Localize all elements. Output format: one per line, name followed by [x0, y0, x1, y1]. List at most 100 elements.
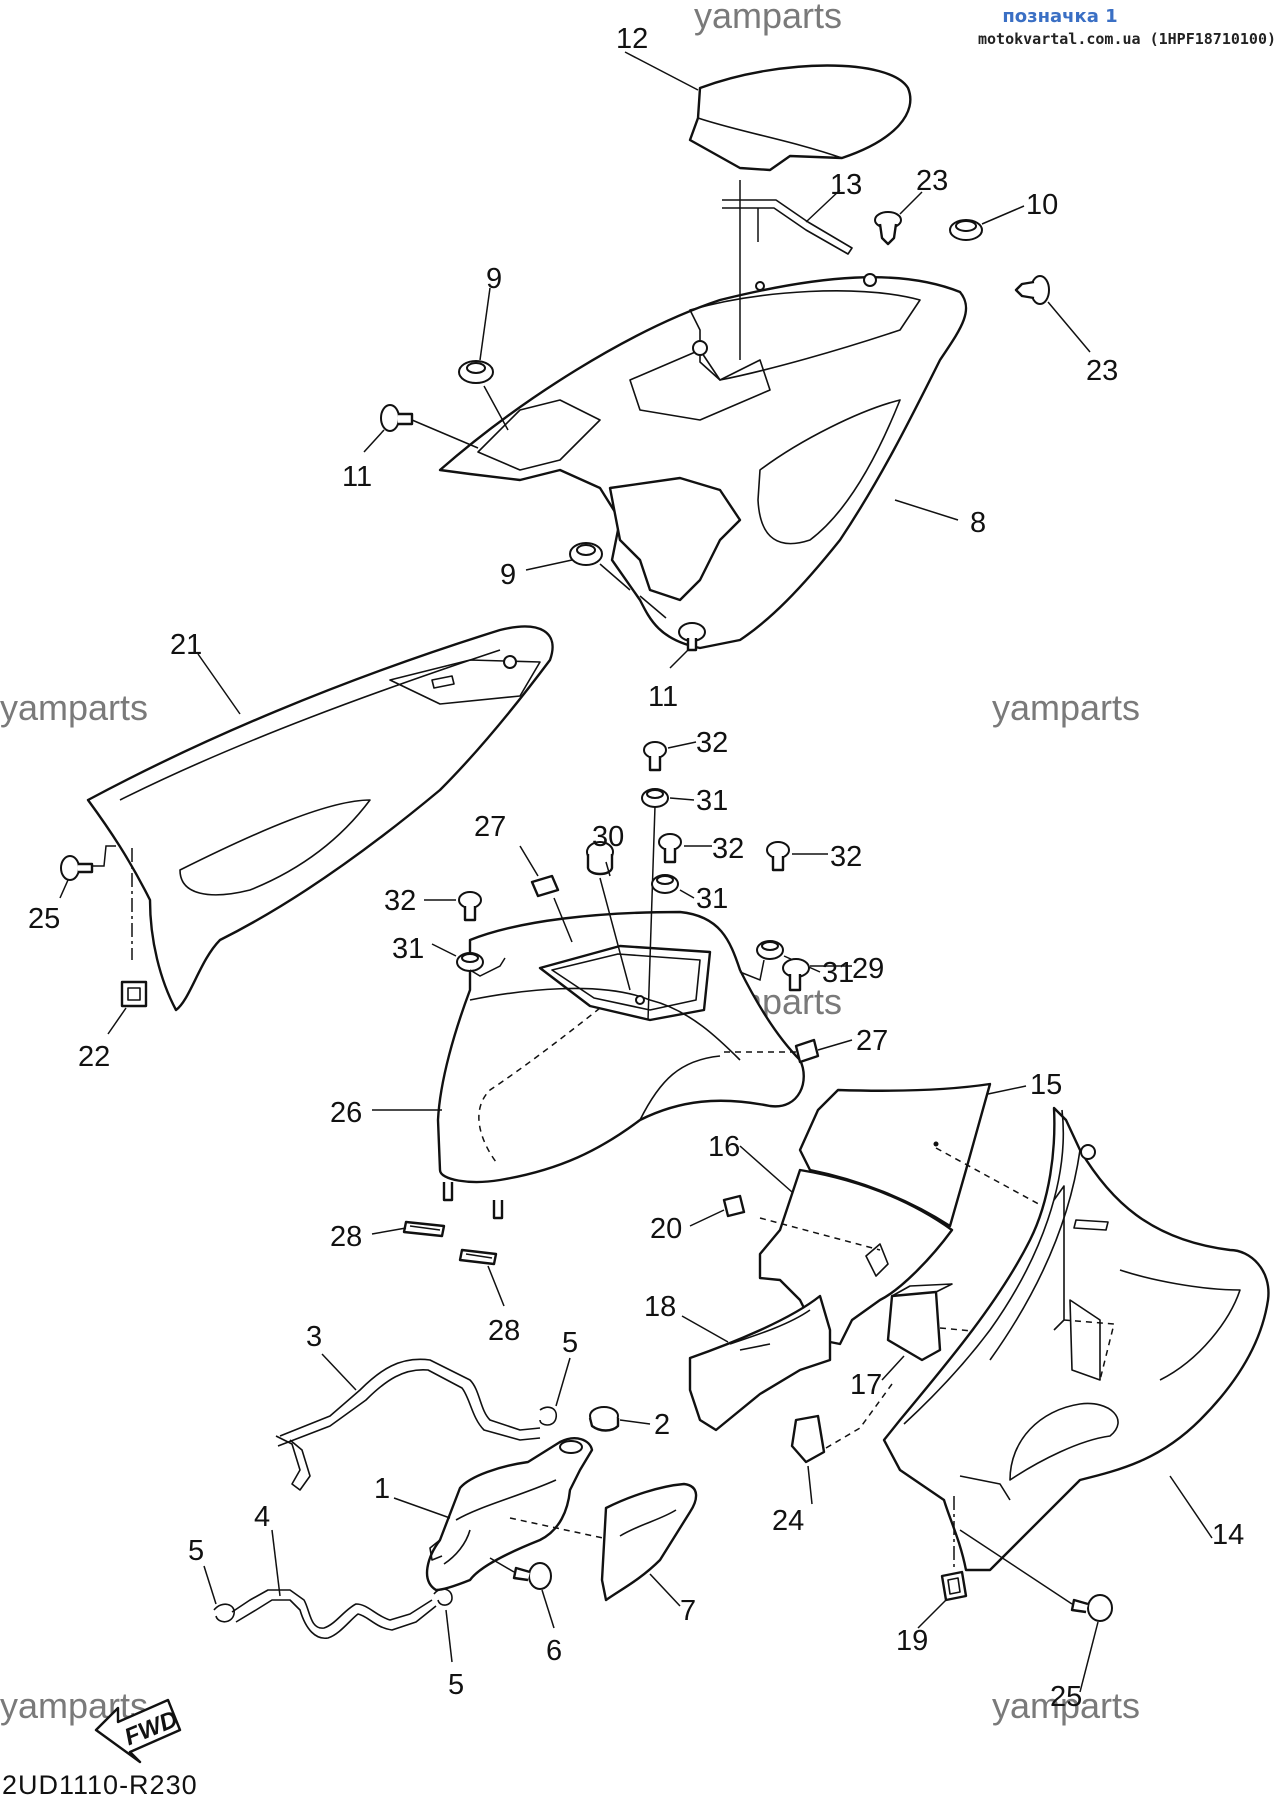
part-4-hose [231, 1589, 437, 1639]
part-32-bolt-right [766, 841, 790, 872]
callout-label: 11 [648, 681, 678, 713]
callout-label: 25 [28, 903, 60, 935]
callout-label: 25 [1050, 1681, 1082, 1713]
callout-labels: 12 13 23 10 23 9 11 8 9 11 21 25 22 32 3… [28, 23, 1244, 1713]
callout-label: 22 [78, 1041, 110, 1073]
part-8-rear-cowl [438, 273, 968, 650]
callout-label: 23 [916, 165, 948, 197]
part-2-cap [588, 1406, 620, 1432]
watermark: yamparts [0, 687, 148, 728]
part-30-fuel-cap [586, 841, 614, 876]
callout-label: 28 [330, 1221, 362, 1253]
callout-label: 8 [970, 507, 986, 539]
callout-label: 21 [170, 629, 202, 661]
part-10-grommet [949, 219, 983, 241]
callout-label: 26 [330, 1097, 362, 1129]
part-6-bolt [512, 1562, 552, 1590]
callout-label: 10 [1026, 189, 1058, 221]
callout-label: 31 [696, 883, 728, 915]
part-28-pad-left [402, 1220, 446, 1238]
callout-label: 9 [500, 559, 516, 591]
callout-label: 19 [896, 1625, 928, 1657]
callout-label: 1 [374, 1473, 390, 1505]
part-24-block [790, 1414, 826, 1464]
part-31-grommet-top [641, 788, 669, 808]
part-9-grommet-lower [569, 542, 603, 566]
header-source: motokvartal.com.ua (1HPF18710100) [978, 30, 1276, 48]
callout-label: 27 [474, 811, 506, 843]
part-27-pad-upper [530, 874, 560, 898]
part-31-grommet-mid [651, 874, 679, 894]
callout-label: 14 [1212, 1519, 1244, 1551]
watermark: yamparts [694, 0, 842, 36]
part-14-side-cover-right [882, 1106, 1270, 1572]
callout-label: 3 [306, 1321, 322, 1353]
part-22-clip-nut [120, 980, 148, 1008]
callout-label: 32 [830, 841, 862, 873]
callout-label: 24 [772, 1505, 804, 1537]
part-23-rivet-top [874, 211, 902, 246]
callout-label: 29 [852, 953, 884, 985]
callout-label: 31 [696, 785, 728, 817]
callout-label: 32 [384, 885, 416, 917]
part-5-clip-top [539, 1406, 558, 1426]
part-32-bolt-mid [658, 833, 682, 864]
part-29-bolt [782, 958, 810, 992]
part-7-cover [600, 1482, 698, 1602]
callout-label: 27 [856, 1025, 888, 1057]
callout-label: 13 [830, 169, 862, 201]
part-18-tray [688, 1294, 832, 1432]
part-25-screw-left [60, 855, 94, 881]
callout-label: 5 [188, 1535, 204, 1567]
callout-label: 2 [654, 1409, 670, 1441]
part-32-bolt-top [643, 741, 667, 772]
callout-label: 17 [850, 1369, 882, 1401]
part-26-fuel-tank [436, 910, 805, 1220]
callout-label: 11 [342, 461, 372, 493]
callout-label: 16 [708, 1131, 740, 1163]
callout-label: 12 [616, 23, 648, 55]
part-27-pad-right [794, 1038, 820, 1064]
callout-label: 20 [650, 1213, 682, 1245]
callout-label: 4 [254, 1501, 270, 1533]
part-28-pad-right [458, 1248, 498, 1266]
callout-label: 7 [680, 1595, 696, 1627]
watermark: yamparts [992, 687, 1140, 728]
callout-label: 15 [1030, 1069, 1062, 1101]
part-9-grommet-upper [458, 360, 494, 384]
part-11-bolt-lower [678, 622, 706, 652]
callout-label: 5 [448, 1669, 464, 1701]
callout-label: 18 [644, 1291, 676, 1323]
part-3-hose [275, 1358, 541, 1491]
watermark: yamparts [992, 1685, 1140, 1726]
callout-label: 23 [1086, 355, 1118, 387]
part-23-rivet-right [1014, 275, 1050, 305]
part-20-pad [722, 1194, 746, 1218]
callout-label: 6 [546, 1635, 562, 1667]
callout-label: 32 [712, 833, 744, 865]
part-17-block [886, 1283, 953, 1362]
part-1-reservoir [425, 1437, 594, 1592]
part-31-grommet-left [456, 952, 484, 972]
part-12-seat-pad [688, 64, 912, 172]
part-5-clip-left [213, 1603, 235, 1623]
callout-label: 32 [696, 727, 728, 759]
part-11-bolt-upper [380, 404, 414, 432]
part-21-side-cover-left [86, 625, 554, 1012]
callout-label: 31 [822, 957, 854, 989]
part-13-bracket [722, 199, 853, 255]
part-25-screw-right [1070, 1594, 1113, 1622]
callout-label: 28 [488, 1315, 520, 1347]
callout-label: 30 [592, 821, 624, 853]
header-badge: позначка 1 [1002, 6, 1117, 27]
callout-label: 31 [392, 933, 424, 965]
part-32-bolt-left [458, 891, 482, 922]
diagram-code: 2UD1110-R230 [2, 1770, 198, 1800]
part-31-grommet-right [756, 940, 784, 960]
part-5-clip-bottom [433, 1588, 453, 1606]
part-15-cover-plate [798, 1082, 992, 1228]
part-19-clip-nut [940, 1570, 968, 1602]
callout-label: 5 [562, 1327, 578, 1359]
callout-label: 9 [486, 263, 502, 295]
